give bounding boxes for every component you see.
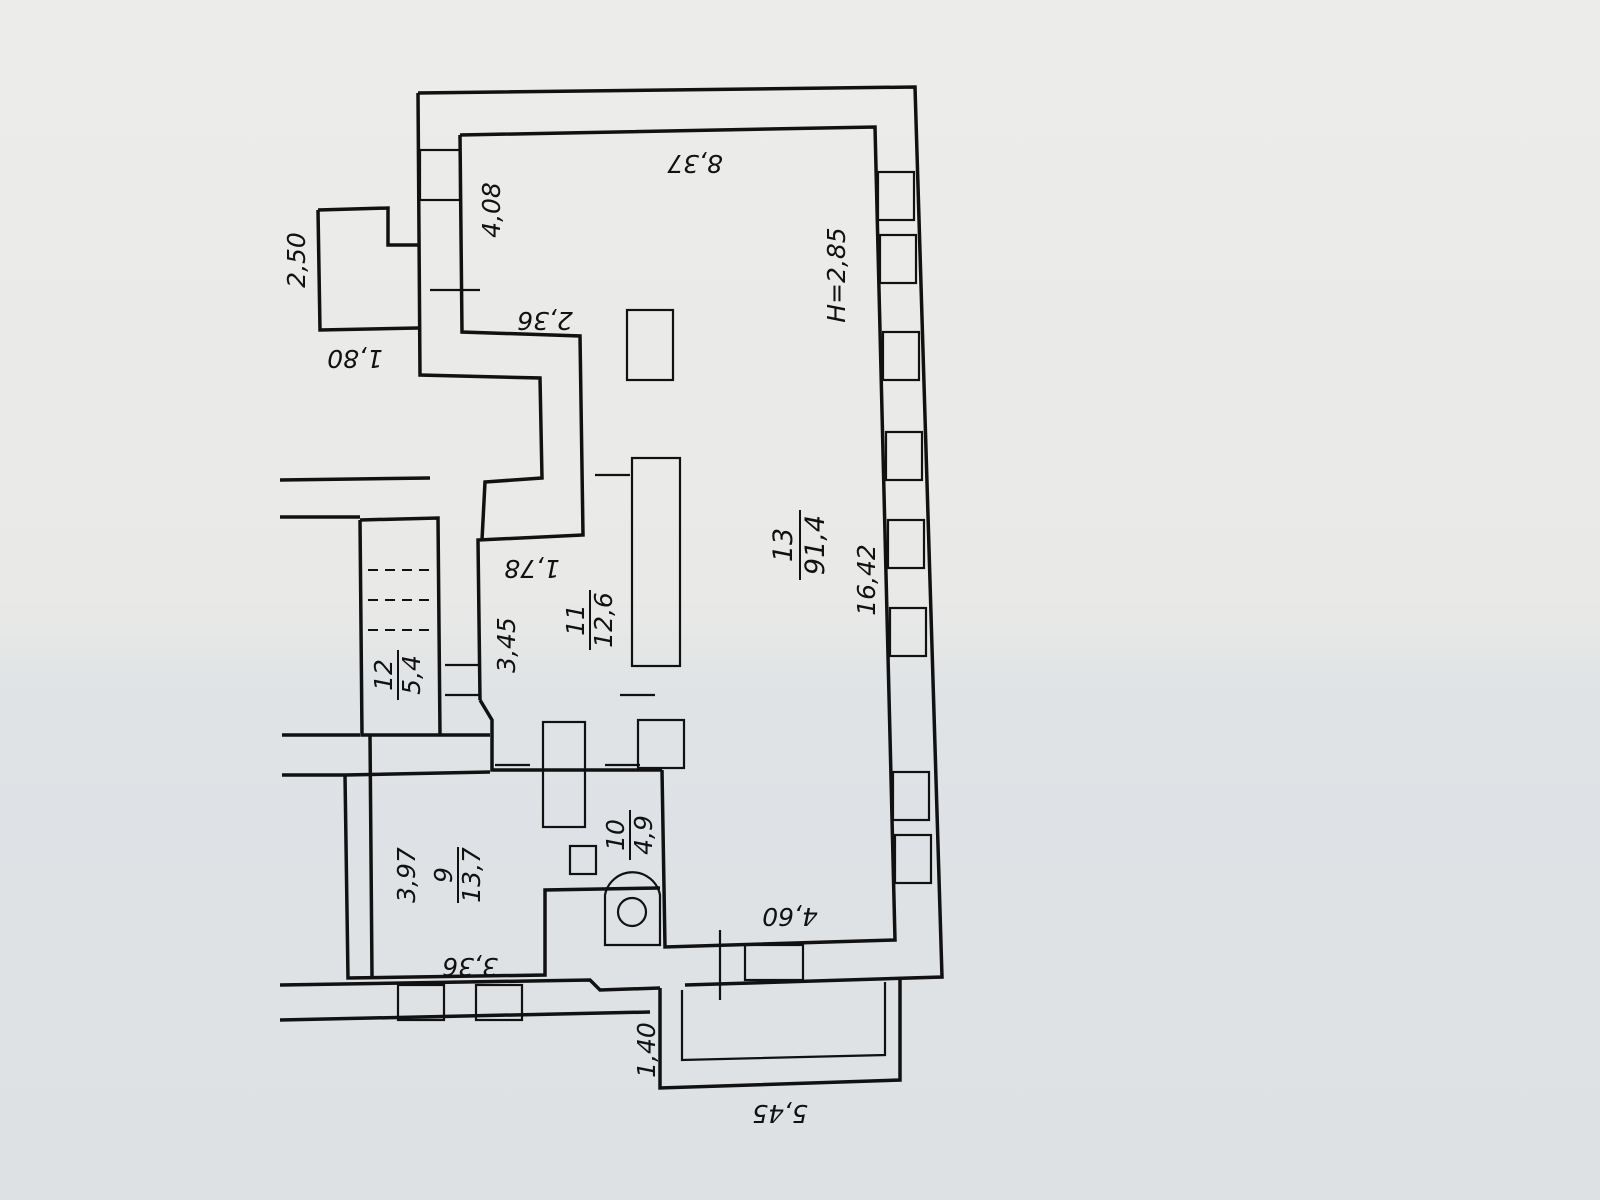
dimension-labels: 2,50 1,80 4,08 8,37 2,36 16,42 1,78 3,45… bbox=[282, 149, 881, 1128]
dim-3-97: 3,97 bbox=[392, 847, 421, 903]
dim-4-60: 4,60 bbox=[762, 902, 818, 931]
room-13-number: 13 bbox=[768, 528, 799, 562]
dim-16-42: 16,42 bbox=[852, 544, 881, 616]
room-10-area: 4,9 bbox=[629, 815, 658, 855]
room-9-area: 13,7 bbox=[457, 847, 486, 903]
room-9-number: 9 bbox=[429, 867, 458, 883]
dim-1-80: 1,80 bbox=[327, 344, 383, 373]
room-10-number: 10 bbox=[601, 819, 630, 851]
dim-5-45: 5,45 bbox=[752, 1099, 808, 1128]
room-11-area: 12,6 bbox=[589, 592, 618, 648]
room-12-number: 12 bbox=[369, 659, 398, 691]
dim-4-08: 4,08 bbox=[477, 182, 506, 238]
walls bbox=[279, 85, 944, 1090]
dim-3-36: 3,36 bbox=[442, 952, 498, 981]
dim-1-40: 1,40 bbox=[632, 1022, 661, 1078]
dim-2-50: 2,50 bbox=[282, 232, 311, 288]
room-13-area: 91,4 bbox=[800, 515, 831, 575]
dim-3-45: 3,45 bbox=[492, 617, 521, 673]
ceiling-height: H=2,85 bbox=[822, 227, 851, 322]
dim-8-37: 8,37 bbox=[667, 149, 723, 178]
room-12-area: 5,4 bbox=[397, 655, 426, 695]
room-labels: 13 91,4 11 12,6 12 5,4 9 13,7 10 4,9 H=2… bbox=[369, 227, 851, 903]
room-11-number: 11 bbox=[561, 604, 590, 636]
dim-1-78: 1,78 bbox=[504, 554, 560, 583]
dim-2-36: 2,36 bbox=[517, 306, 573, 335]
